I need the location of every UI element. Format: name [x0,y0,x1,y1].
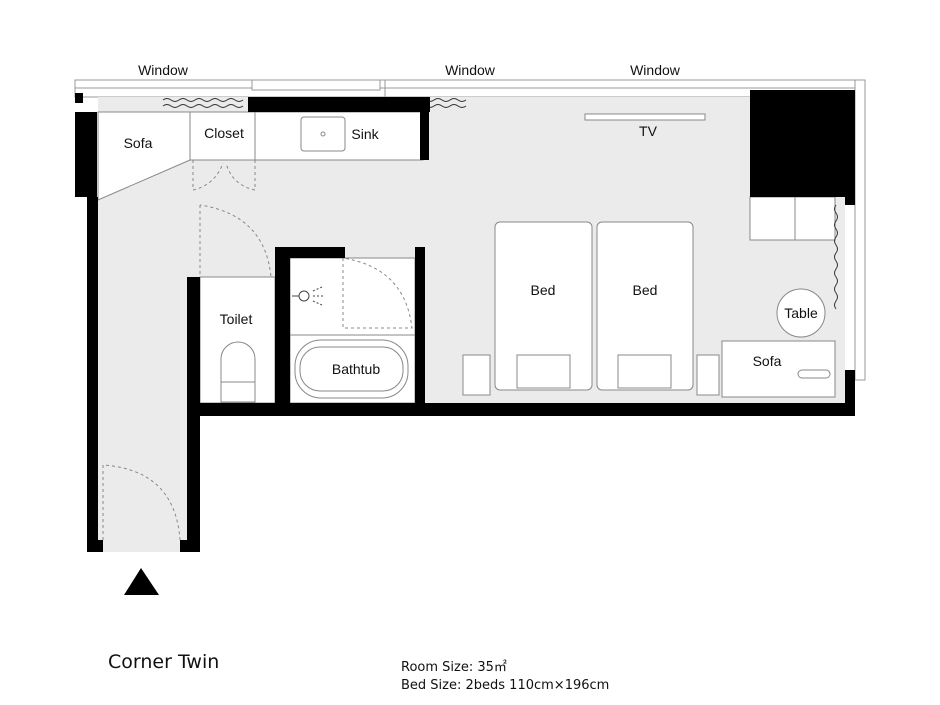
toilet-label: Toilet [220,311,253,327]
sofa-label: Sofa [124,135,153,151]
table [776,288,826,338]
window-label: Window [630,62,681,78]
tv [584,113,706,121]
tv-label: TV [639,123,658,139]
sofa-label: Sofa [753,353,782,369]
closet-label: Closet [204,125,244,141]
bed-2 [596,221,694,391]
shower-icon [292,286,323,306]
nightstand-2 [696,354,720,396]
sofa-right [721,340,836,398]
entrance-arrow-icon [124,568,159,595]
door-swings [102,160,413,541]
table-label: Table [784,305,818,321]
closet [189,111,256,161]
room-type-title: Corner Twin [108,651,220,673]
window-label: Window [138,62,189,78]
walls [75,90,855,552]
bed-size: Bed Size: 2beds 110cm×196cm [401,678,610,693]
floor-area [98,97,845,552]
bed-label: Bed [633,282,658,298]
fixtures [97,111,836,404]
room-size: Room Size: 35㎡ [401,660,507,675]
bathtub-label: Bathtub [332,361,380,377]
bed-label: Bed [531,282,556,298]
nightstand-1 [462,354,491,396]
bed-1 [494,221,593,391]
window-strip [74,79,866,381]
sink-label: Sink [351,126,379,142]
desk [749,196,836,241]
window-label: Window [445,62,496,78]
